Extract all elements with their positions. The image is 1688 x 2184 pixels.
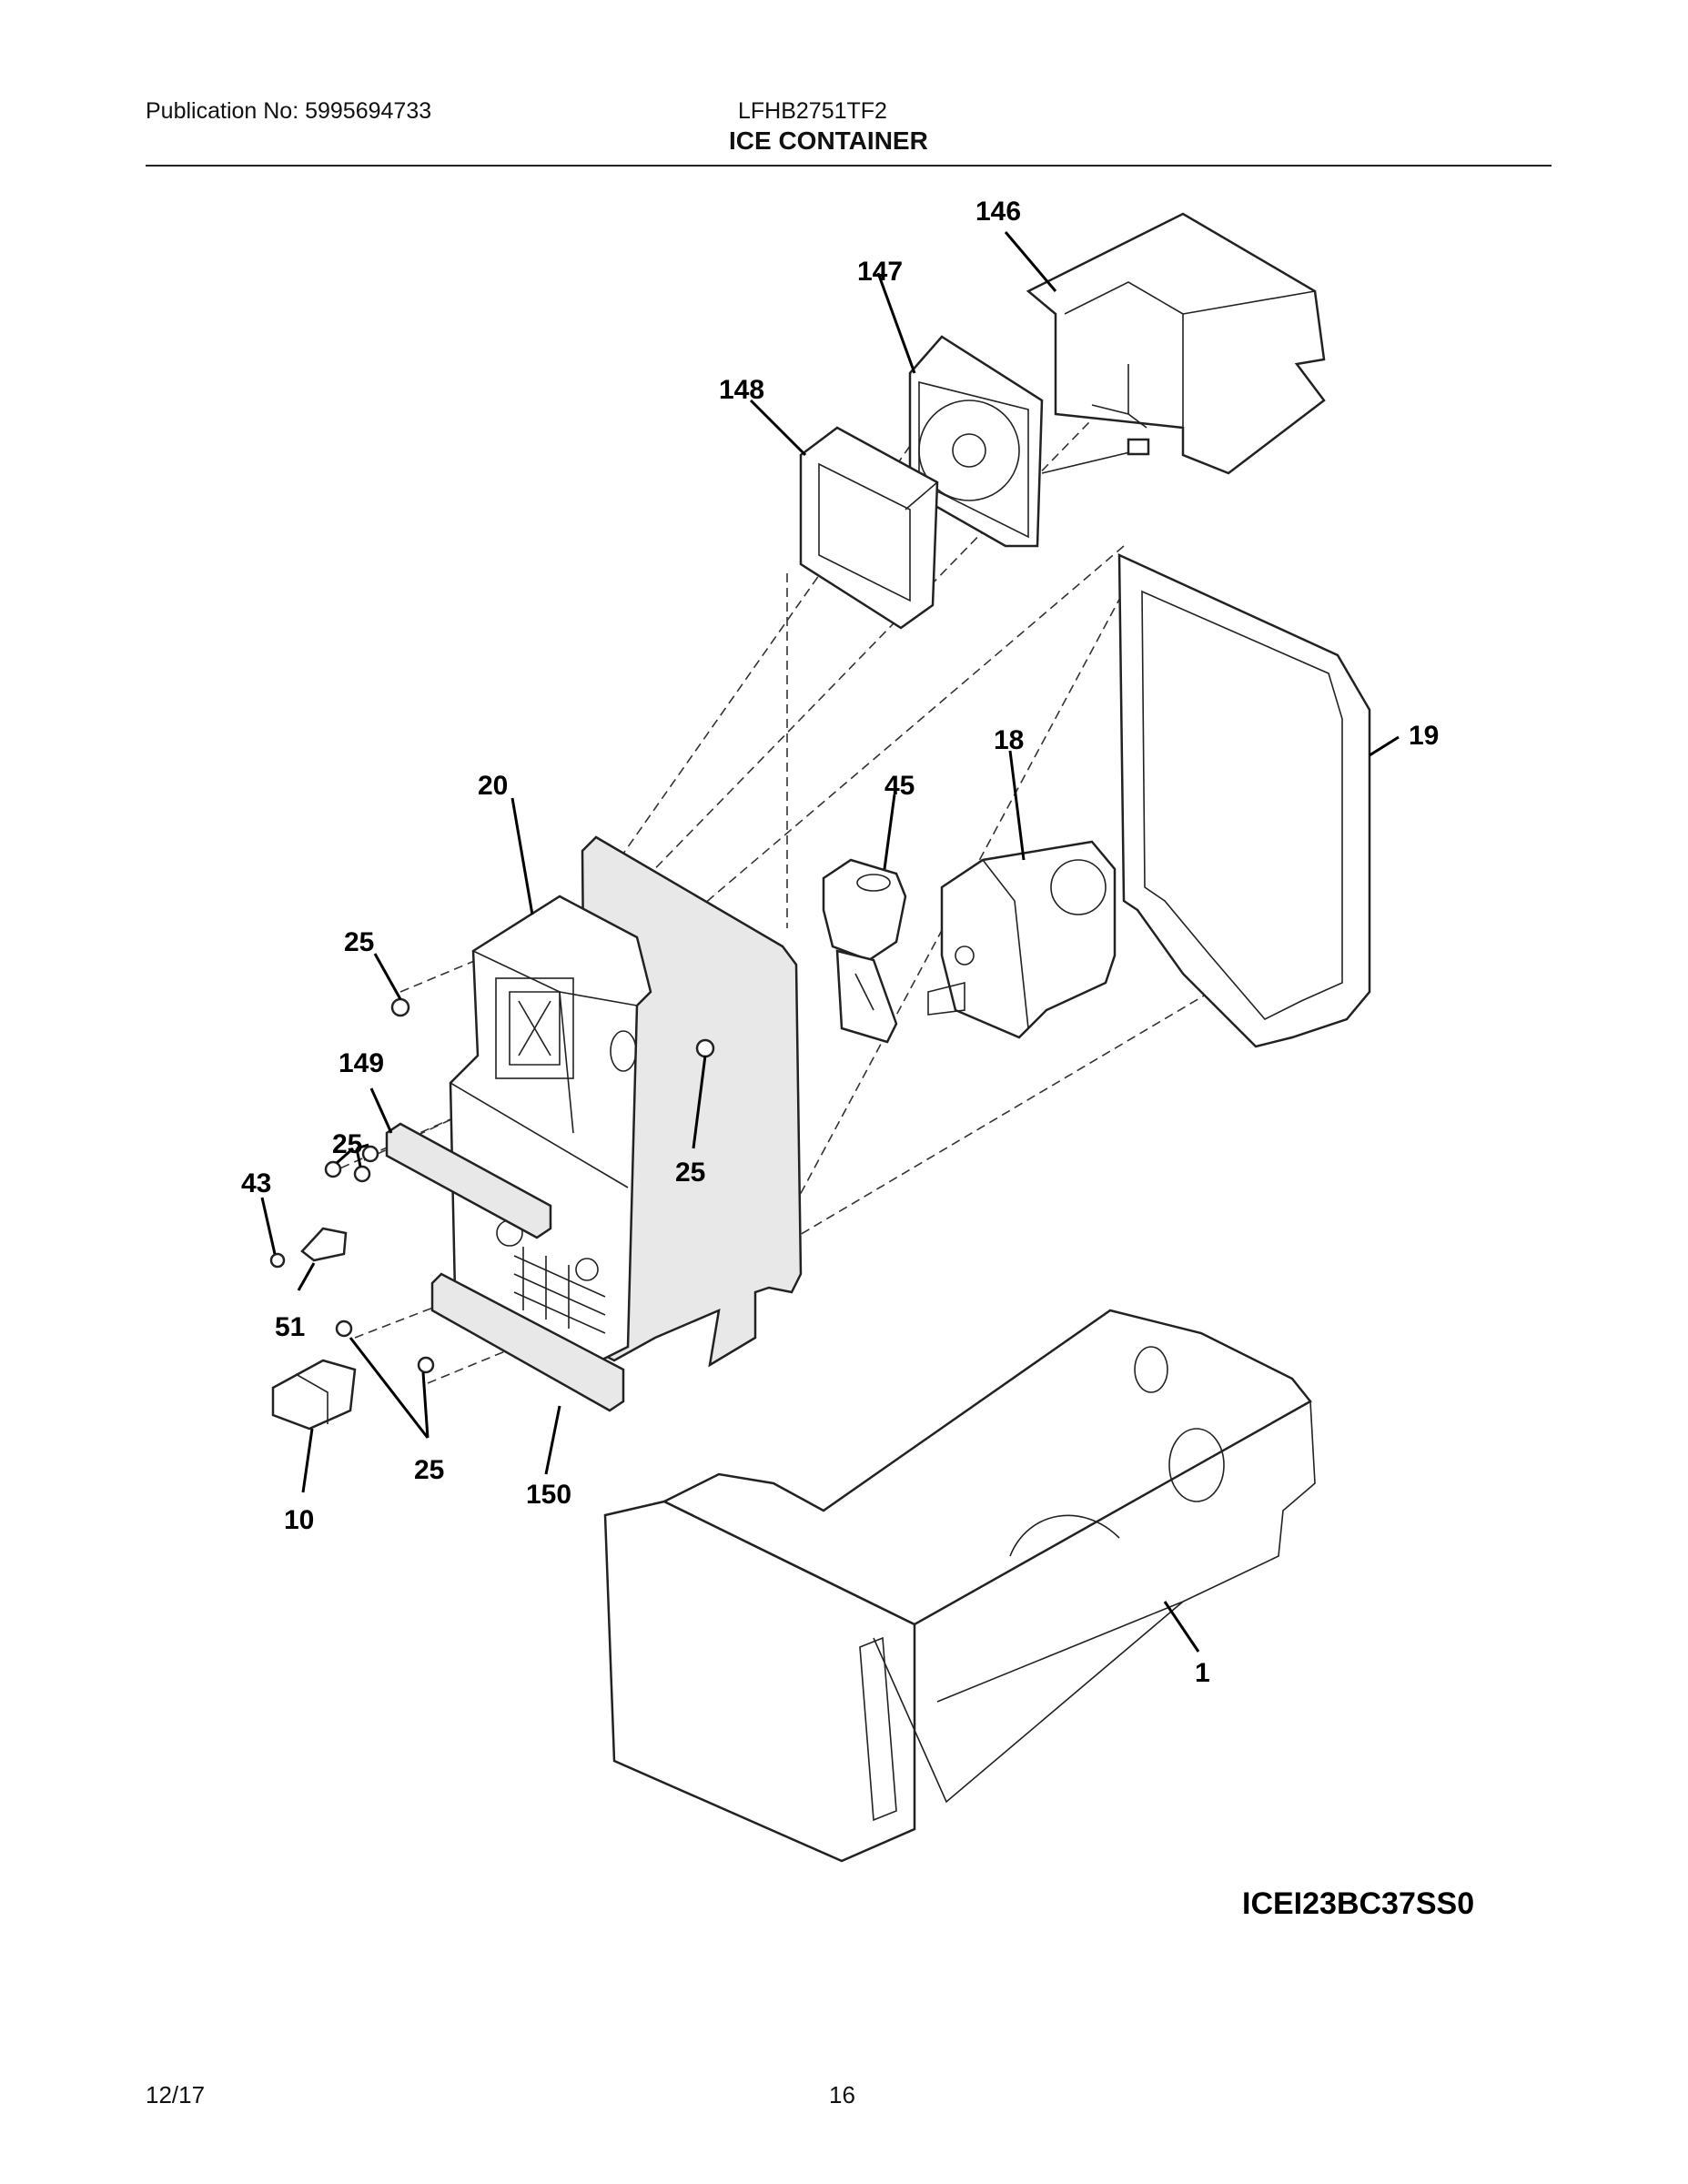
part-19-gasket xyxy=(1117,553,1371,1048)
part-146-duct-housing xyxy=(1026,212,1326,475)
callout-18: 18 xyxy=(994,725,1024,755)
callout-150: 150 xyxy=(526,1480,571,1510)
callout-148: 148 xyxy=(719,375,764,405)
callout-25-right: 25 xyxy=(675,1158,705,1188)
part-18-auger-motor xyxy=(927,840,1117,1039)
part-51-bracket xyxy=(300,1227,348,1262)
footer-date: 12/17 xyxy=(146,2081,206,2108)
callout-10: 10 xyxy=(284,1505,314,1535)
part-20-ice-maker-housing xyxy=(449,835,803,1368)
part-147-fan xyxy=(908,335,1150,548)
part-45-solenoid xyxy=(822,858,907,1044)
diagram-code: ICEI23BC37SS0 xyxy=(1242,1886,1474,1921)
model-number: LFHB2751TF2 xyxy=(738,98,887,124)
callout-51: 51 xyxy=(275,1312,305,1342)
callout-19: 19 xyxy=(1409,721,1439,751)
page-number: 16 xyxy=(829,2081,855,2108)
publication-number: Publication No: 5995694733 xyxy=(146,98,432,124)
part-149-strip xyxy=(385,1122,552,1239)
callout-1: 1 xyxy=(1195,1658,1210,1688)
callout-25-upper-left: 25 xyxy=(344,927,374,957)
part-150-strip xyxy=(430,1272,625,1412)
callout-45: 45 xyxy=(884,771,915,801)
part-148-fan-shroud xyxy=(799,426,939,630)
leader-lines xyxy=(260,231,1400,1653)
callout-147: 147 xyxy=(857,257,903,287)
section-title: ICE CONTAINER xyxy=(729,126,928,155)
callout-25-cluster: 25 xyxy=(332,1129,362,1159)
callout-146: 146 xyxy=(975,197,1021,227)
header-rule xyxy=(146,165,1552,167)
screws-25 xyxy=(269,997,715,1374)
callout-149: 149 xyxy=(339,1048,384,1078)
part-1-ice-container xyxy=(603,1309,1316,1863)
callout-25-lower: 25 xyxy=(414,1455,444,1485)
callout-43: 43 xyxy=(241,1168,271,1198)
part-10-clip xyxy=(271,1359,357,1431)
callout-20: 20 xyxy=(478,771,508,801)
